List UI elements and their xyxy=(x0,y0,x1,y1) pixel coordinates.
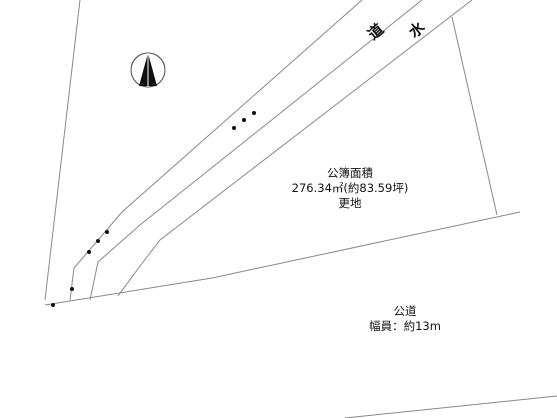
boundary-dot xyxy=(87,250,91,254)
boundary-dot xyxy=(232,126,236,130)
north-arrow-icon xyxy=(130,52,166,88)
lot-area-value: 276.34㎡(約83.59坪) xyxy=(291,181,409,195)
lot-info: 公簿面積 276.34㎡(約83.59坪) 更地 xyxy=(270,166,430,211)
boundary-dot xyxy=(105,230,109,234)
public-road-info: 公道 幅員：約13m xyxy=(335,304,475,334)
boundary-dot xyxy=(51,303,55,307)
boundary-dot xyxy=(70,287,74,291)
boundary-dot xyxy=(242,118,246,122)
waterway-edge-inner xyxy=(117,0,473,297)
boundary-dot xyxy=(252,111,256,115)
boundary-dot xyxy=(96,239,100,243)
public-road-width: 幅員：約13m xyxy=(369,319,441,333)
waterway-edge-mid xyxy=(89,0,423,301)
boundary-line-left xyxy=(44,0,81,301)
public-road-name: 公道 xyxy=(393,304,417,318)
road-edge-lower xyxy=(344,395,557,418)
road-edge-upper xyxy=(44,211,521,306)
lot-status: 更地 xyxy=(338,196,362,210)
boundary-line-right xyxy=(451,16,498,216)
lot-area-title: 公簿面積 xyxy=(327,166,373,180)
